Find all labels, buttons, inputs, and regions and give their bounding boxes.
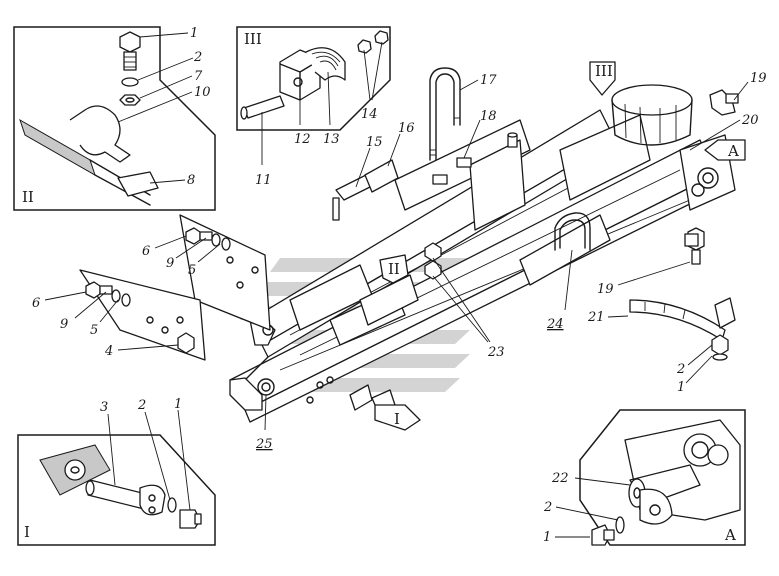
bracket-15-16 [332,159,399,221]
callout-23: 23 [487,345,505,360]
callout-3-viewI: 3 [100,400,108,415]
bolt-set-upper [185,227,231,251]
callout-7: 7 [194,69,203,84]
callout-2-right: 2 [676,362,685,377]
strip-21 [629,299,726,341]
callout-2-viewA: 2 [543,500,552,515]
callout-25: 25 [255,437,273,452]
svg-text:III: III [595,62,613,80]
callout-6-upper: 6 [142,244,150,259]
callout-2-viewI: 2 [137,398,146,413]
u-bolt-17 [429,67,461,161]
callout-19-mid: 19 [597,282,614,297]
callout-19-top: 19 [750,71,767,86]
callout-22: 22 [551,471,569,486]
marker-A-upper: A [704,139,746,161]
callout-2: 2 [193,50,202,65]
svg-text:I: I [394,410,400,428]
callout-12: 12 [294,132,311,147]
marker-III: III [589,61,616,96]
bolt-set-lower [85,281,131,307]
detail-view-A [579,409,746,546]
callout-5-upper: 5 [188,263,196,278]
callout-6-lower: 6 [32,296,40,311]
view-label-III: III [244,30,262,48]
callout-20: 20 [741,113,759,128]
callout-9-upper: 9 [166,256,174,271]
callout-16: 16 [398,121,415,136]
marker-II: II [379,254,409,284]
svg-text:A: A [727,142,739,160]
callout-13: 13 [323,132,340,147]
marker-19-arrow [684,233,699,247]
bolt-set-right [711,297,736,361]
callout-10: 10 [194,85,211,100]
marker-I: I [374,404,421,431]
leader-lines [44,32,749,538]
svg-text:II: II [388,260,400,278]
callout-21: 21 [587,310,605,325]
main-frame [229,84,736,423]
callout-18: 18 [480,109,497,124]
front-plate-lower [79,269,206,361]
callout-1-viewA: 1 [543,530,551,545]
callout-11: 11 [255,173,272,188]
view-label-A: A [724,526,736,544]
callout-8: 8 [187,173,195,188]
front-plate-upper [179,214,271,331]
detail-view-II [13,26,216,211]
callout-labels: 1 2 7 10 8 11 12 13 14 15 16 17 18 19 20… [32,26,767,545]
view-label-I: I [24,523,30,541]
callout-14: 14 [361,107,378,122]
callout-9-lower: 9 [60,317,68,332]
callout-15: 15 [366,135,383,150]
callout-1-right: 1 [677,380,685,395]
detail-view-III [236,26,391,131]
callout-24: 24 [546,317,564,332]
callout-1-viewI: 1 [174,397,182,412]
callout-1: 1 [190,26,198,41]
callout-5-lower: 5 [90,323,98,338]
callout-17: 17 [480,73,497,88]
detail-view-I [17,434,216,546]
view-label-II: II [22,188,34,206]
callout-4: 4 [104,344,113,359]
